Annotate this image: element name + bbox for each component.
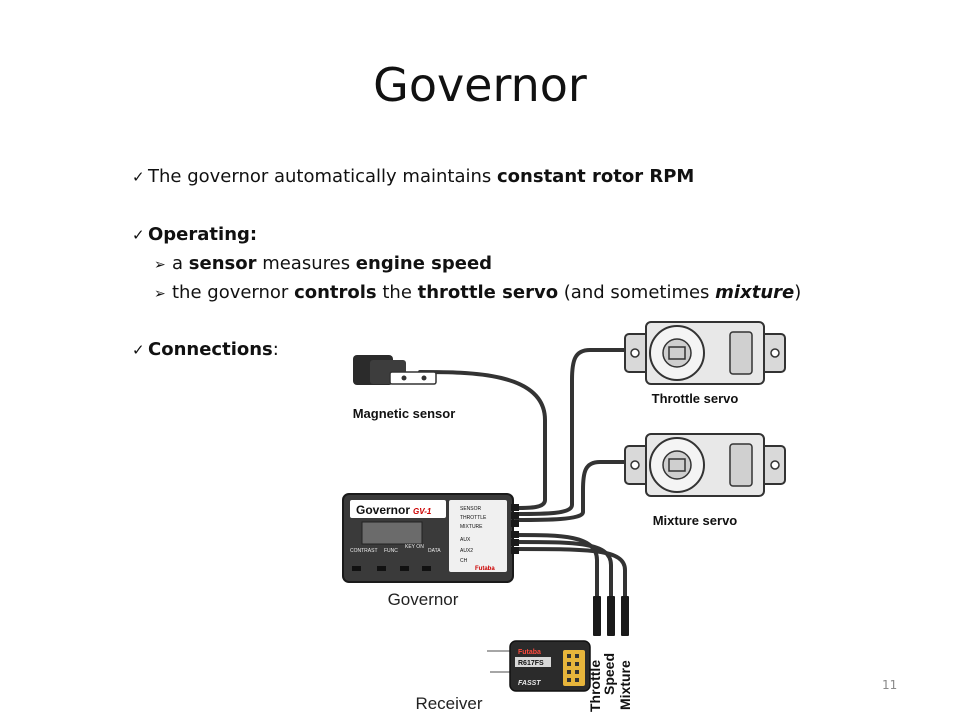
key-label-contrast: CONTRAST [350,548,378,554]
port-label-aux: AUX [460,537,471,543]
magnetic-sensor [353,355,437,385]
receiver-maker-text: Futaba [518,649,541,656]
sub-bullet-sensor: ➢a sensor measures engine speed [154,253,493,274]
arrow-bullet-icon: ➢ [154,286,166,302]
throttle-servo-label: Throttle servo [652,391,739,406]
governor-label: Governor [388,590,459,609]
governor-unit: Governor GV-1 SENSOR THROTTLE MIXTURE AU… [342,493,519,583]
checkmark-icon: ✓ [132,226,145,244]
key-label-func: FUNC [384,548,398,554]
mixture-servo [624,433,786,497]
sensor-cable [418,370,547,510]
port-label-ch: CH [460,558,468,564]
checkmark-icon: ✓ [132,341,145,359]
port-label-sensor: SENSOR [460,506,482,512]
connector-throttle [593,596,601,636]
governor-brand-text: Governor [356,503,410,517]
receiver-cable-speed [514,540,613,602]
channel-label-mixture: Mixture [617,660,633,710]
connector-mixture [621,596,629,636]
port-label-throttle: THROTTLE [460,515,487,521]
port-label-mixture: MIXTURE [460,524,483,530]
bullet-operating: ✓Operating: [132,224,258,245]
mixture-servo-label: Mixture servo [653,513,738,528]
governor-model-text: GV-1 [413,507,432,516]
mixture-servo-cable [514,460,630,522]
key-label-data: DATA [428,548,441,554]
governor-maker-text: Futaba [475,566,495,572]
channel-label-speed: Speed [601,653,617,695]
page-number: 11 [882,678,898,692]
channel-label-throttle: Throttle [587,660,603,712]
receiver-model-text: R617FS [518,660,544,667]
receiver-cable-throttle [514,533,599,602]
key-label-key-on: KEY ON [405,544,424,550]
cables [418,348,630,602]
magnetic-sensor-label: Magnetic sensor [353,406,456,421]
arrow-bullet-icon: ➢ [154,257,166,273]
connector-speed [607,596,615,636]
receiver-connectors [593,596,629,636]
checkmark-icon: ✓ [132,168,145,186]
slide-title: Governor [373,58,587,112]
sub-bullet-governor-controls: ➢the governor controls the throttle serv… [154,282,802,303]
port-label-aux2: AUX2 [460,548,473,554]
throttle-servo-cable [514,348,630,516]
receiver-label: Receiver [415,694,482,713]
bullet-rotor-rpm: ✓The governor automatically maintains co… [132,166,695,187]
receiver-unit: Futaba R617FS FASST [487,640,591,692]
throttle-servo [624,321,786,385]
receiver-system-text: FASST [518,680,541,687]
bullet-connections: ✓Connections: [132,339,279,360]
receiver-cable-mixture [514,547,627,602]
